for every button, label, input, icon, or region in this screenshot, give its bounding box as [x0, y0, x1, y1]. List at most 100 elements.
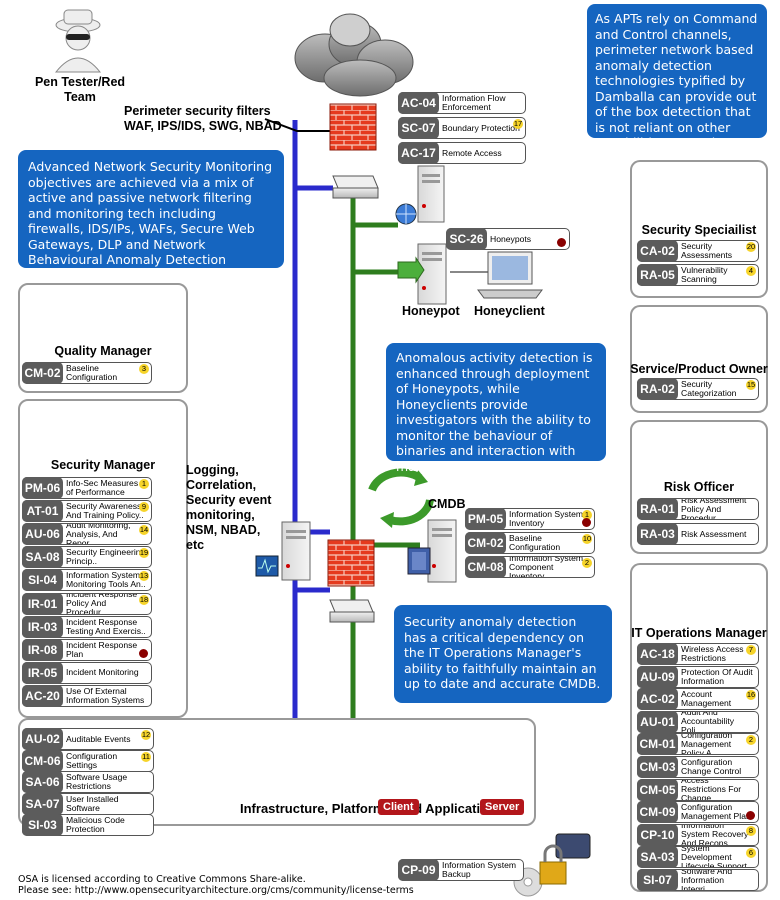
pen-tester-title: Pen Tester/Red Team — [34, 75, 126, 104]
security-manager-title: Security Manager — [50, 458, 156, 472]
license-line-1: OSA is licensed according to Creative Co… — [18, 874, 306, 885]
control-name: Incident Response Plan — [66, 639, 138, 659]
control-name: Audit And Accountability Poli.. — [681, 711, 735, 732]
control-code: RA-02 — [637, 378, 678, 400]
control-code: IR-01 — [22, 592, 63, 615]
control-count-badge: 2 — [582, 558, 592, 568]
pen-tester-avatar-icon — [54, 9, 102, 73]
service-owner-title: Service/Product Owner — [630, 362, 768, 376]
control-count-badge: 9 — [139, 502, 149, 513]
control-status-dot — [746, 811, 755, 821]
control-code: AU-06 — [22, 523, 63, 546]
risk-officer-title: Risk Officer — [663, 480, 735, 494]
cmdb-server-icon — [407, 519, 457, 583]
it-ops-manager-title: IT Operations Manager — [631, 626, 767, 640]
internal-firewall-icon — [327, 539, 375, 587]
control-count-badge: 12 — [141, 730, 151, 740]
control-code: SA-03 — [637, 846, 678, 869]
control-code: CP-10 — [637, 823, 678, 846]
control-name: Information System Component Inventory — [509, 557, 584, 577]
control-code: AC-20 — [22, 684, 63, 707]
control-name: Boundary Protection — [442, 122, 520, 133]
control-code: RA-03 — [637, 523, 678, 545]
control-code: PM-05 — [465, 508, 506, 530]
license-line-2: Please see: http://www.opensecurityarchi… — [18, 885, 414, 896]
control-name: Honeypots — [490, 233, 532, 244]
control-name: Incident Response Testing And Exercis.. — [66, 616, 146, 636]
control-code: SI-03 — [22, 814, 63, 836]
honeypots-callout: Anomalous activity detection is enhanced… — [386, 343, 606, 474]
control-name: Risk Assessment Policy And Procedur.. — [681, 499, 747, 519]
honeyclient-laptop-icon — [450, 251, 543, 299]
quality-manager-title: Quality Manager — [54, 344, 152, 358]
control-name: Security Awareness And Training Policy.. — [66, 501, 144, 521]
control-count-badge: 18 — [139, 594, 149, 605]
control-name: Incident Monitoring — [66, 667, 139, 678]
control-status-dot — [557, 238, 566, 247]
cmdb-label: CMDB — [428, 497, 466, 511]
control-name: Malicious Code Protection — [66, 815, 125, 834]
control-name: Software Usage Restrictions — [66, 772, 128, 791]
web-server-icon — [395, 165, 445, 225]
security-specialist-title: Security Speciailist — [641, 223, 757, 237]
control-code: AU-09 — [637, 665, 678, 688]
control-status-dot — [582, 518, 591, 527]
control-name: Information System Recovery And Recons.. — [681, 824, 749, 845]
control-code: CP-09 — [398, 859, 439, 881]
logging-label: Logging, Correlation, Security event mon… — [186, 463, 272, 552]
control-name: Audit Monitoring, Analysis, And Repor.. — [66, 524, 131, 545]
control-code: AT-01 — [22, 500, 63, 523]
control-code: CM-02 — [22, 362, 63, 384]
server-tag: Server — [480, 799, 525, 815]
control-code: AU-02 — [22, 728, 63, 750]
control-count-badge: 7 — [746, 645, 756, 655]
control-code: SI-07 — [637, 869, 678, 891]
apt-callout: As APTs rely on Command and Control chan… — [587, 4, 767, 150]
control-count-badge: 11 — [141, 751, 151, 762]
control-code: AC-02 — [637, 688, 678, 711]
control-count-badge: 1 — [582, 510, 592, 520]
control-name: Configuration Management Plan — [681, 802, 751, 822]
control-code: PM-06 — [22, 477, 63, 499]
